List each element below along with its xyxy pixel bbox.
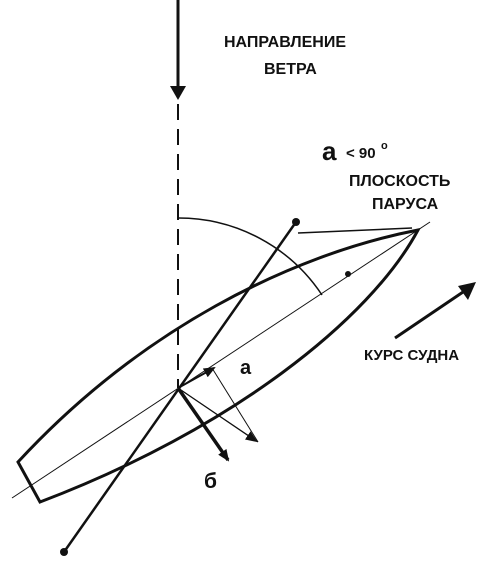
sail-label-line1: ПЛОСКОСТЬ: [349, 173, 450, 190]
resultant-force-arrow: [177, 387, 258, 443]
angle-condition: < 90: [346, 145, 376, 162]
wind-label-line1: НАПРАВЛЕНИЕ: [224, 34, 346, 51]
component-b-label: б: [204, 470, 217, 493]
course-arrow: [394, 282, 476, 340]
sail-label-leader: [297, 227, 413, 234]
component-a-label: a: [240, 357, 252, 379]
sail-label-line2: ПАРУСА: [372, 196, 439, 213]
sail-endpoint-bottom: [60, 548, 68, 556]
angle-degree: o: [381, 140, 388, 152]
wind-arrow: [170, 0, 186, 100]
boat-centerline: [11, 221, 431, 499]
component-b-arrow: [176, 387, 230, 462]
centerline-dot: [345, 271, 351, 277]
angle-arc: [177, 217, 323, 296]
wind-label-line2: ВЕТРА: [264, 61, 317, 78]
component-a-arrow: [177, 367, 216, 389]
boat-hull: [16, 227, 421, 504]
angle-symbol: a: [322, 136, 337, 166]
sail-endpoint-top: [292, 218, 300, 226]
course-label: КУРС СУДНА: [364, 347, 459, 364]
